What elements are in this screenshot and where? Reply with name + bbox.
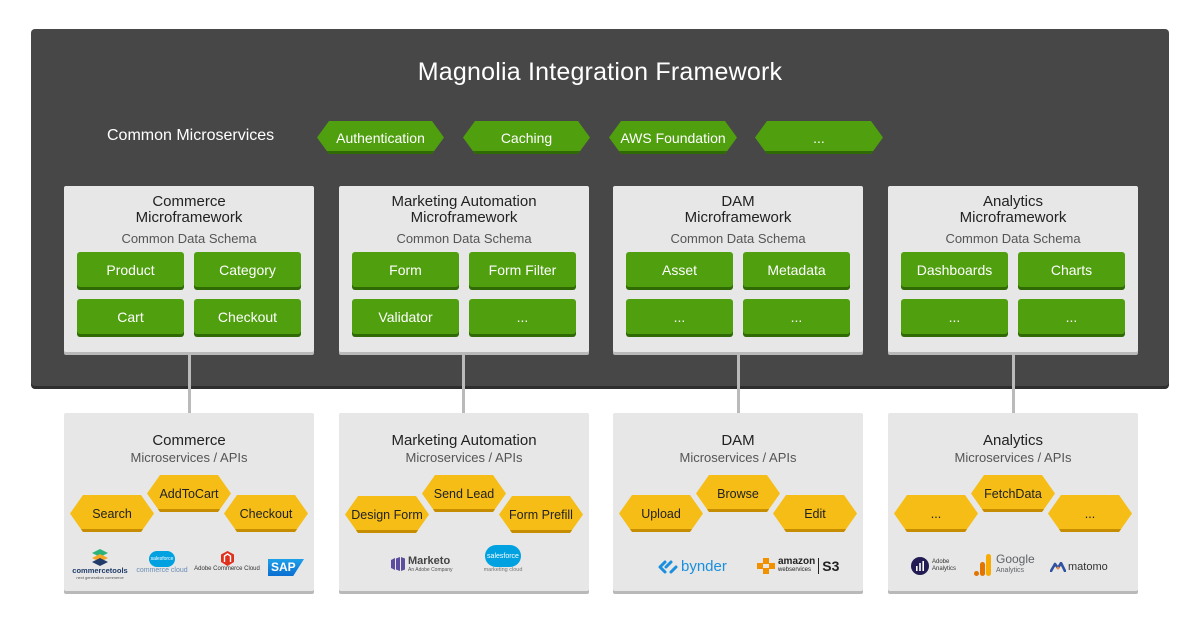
google-analytics-icon — [974, 554, 991, 576]
microframework-title-line2: Microframework — [684, 209, 792, 226]
data-schema-label: Common Data Schema — [945, 231, 1081, 246]
commerce-api-box: Commerce Microservices / APIs AddToCart … — [64, 413, 314, 591]
bynder-logo: bynder — [657, 558, 727, 575]
api-group-subtitle: Microservices / APIs — [679, 450, 797, 465]
fetch-data-service[interactable]: FetchData — [971, 475, 1055, 512]
connector-line — [188, 352, 191, 413]
microframework-title-line2: Microframework — [135, 209, 243, 226]
matomo-icon — [1050, 562, 1066, 572]
connector-line — [737, 352, 740, 413]
form-filter-button[interactable]: Form Filter — [469, 252, 576, 287]
microframework-title: DAM — [721, 193, 755, 210]
product-button[interactable]: Product — [77, 252, 184, 287]
common-service-more[interactable]: ... — [755, 121, 883, 154]
dam-api-box: DAM Microservices / APIs Browse Upload E… — [613, 413, 863, 591]
more-button[interactable]: ... — [1018, 299, 1125, 334]
microframework-title: Marketing Automation — [391, 193, 537, 210]
browse-service[interactable]: Browse — [696, 475, 780, 512]
commercetools-icon — [92, 549, 108, 566]
adobe-analytics-logo: Adobe Analytics — [911, 557, 956, 575]
common-service-caching[interactable]: Caching — [463, 121, 590, 154]
connector-line — [1012, 352, 1015, 413]
microframework-title-line2: Microframework — [410, 209, 518, 226]
checkout-service[interactable]: Checkout — [224, 495, 308, 532]
api-group-title: Commerce — [152, 432, 226, 449]
microframework-title: Analytics — [982, 193, 1044, 210]
marketing-automation-microframework: Marketing Automation Microframework Comm… — [339, 186, 589, 352]
upload-service[interactable]: Upload — [619, 495, 703, 532]
api-group-title: Analytics — [982, 432, 1044, 449]
bynder-icon — [658, 560, 678, 573]
connector-line — [462, 352, 465, 413]
more-service[interactable]: ... — [1048, 495, 1132, 532]
common-service-authentication[interactable]: Authentication — [317, 121, 444, 154]
validator-button[interactable]: Validator — [352, 299, 459, 334]
more-button[interactable]: ... — [901, 299, 1008, 334]
data-schema-label: Common Data Schema — [670, 231, 806, 246]
dam-microframework: DAM Microframework Common Data Schema As… — [613, 186, 863, 352]
send-lead-service[interactable]: Send Lead — [422, 475, 506, 512]
salesforce-cloud-icon: salesforce — [149, 551, 175, 567]
analytics-microframework: Analytics Microframework Common Data Sch… — [888, 186, 1138, 352]
sap-logo: SAP — [268, 559, 304, 576]
dashboards-button[interactable]: Dashboards — [901, 252, 1008, 287]
form-button[interactable]: Form — [352, 252, 459, 287]
common-service-aws-foundation[interactable]: AWS Foundation — [609, 121, 737, 154]
marketing-automation-api-box: Marketing Automation Microservices / API… — [339, 413, 589, 591]
salesforce-marketing-cloud-logo: salesforce marketing cloud — [481, 545, 525, 573]
common-microservices-label: Common Microservices — [107, 127, 275, 144]
adobe-commerce-cloud-logo: Adobe Commerce Cloud — [194, 551, 260, 572]
salesforce-cloud-icon: salesforce — [485, 545, 521, 567]
aws-cubes-icon — [757, 558, 775, 574]
checkout-button[interactable]: Checkout — [194, 299, 301, 334]
commercetools-logo: commercetools next generation commerce — [72, 549, 128, 580]
more-button[interactable]: ... — [469, 299, 576, 334]
edit-service[interactable]: Edit — [773, 495, 857, 532]
salesforce-commerce-cloud-logo: salesforce commerce cloud — [136, 551, 188, 574]
asset-button[interactable]: Asset — [626, 252, 733, 287]
amazon-s3-logo: amazon webservices S3 — [756, 557, 839, 575]
add-to-cart-service[interactable]: AddToCart — [147, 475, 231, 512]
cart-button[interactable]: Cart — [77, 299, 184, 334]
metadata-button[interactable]: Metadata — [743, 252, 850, 287]
microframework-title-line2: Microframework — [959, 209, 1067, 226]
category-button[interactable]: Category — [194, 252, 301, 287]
api-group-subtitle: Microservices / APIs — [405, 450, 523, 465]
form-prefill-service[interactable]: Form Prefill — [499, 496, 583, 533]
api-group-title: Marketing Automation — [391, 432, 537, 449]
matomo-logo: matomo — [1050, 561, 1108, 573]
more-button[interactable]: ... — [743, 299, 850, 334]
adobe-analytics-icon — [911, 557, 929, 575]
search-service[interactable]: Search — [70, 495, 154, 532]
more-button[interactable]: ... — [626, 299, 733, 334]
data-schema-label: Common Data Schema — [121, 231, 257, 246]
microframework-title: Commerce — [152, 193, 226, 210]
framework-title: Magnolia Integration Framework — [417, 58, 783, 86]
analytics-api-box: Analytics Microservices / APIs FetchData… — [888, 413, 1138, 591]
charts-button[interactable]: Charts — [1018, 252, 1125, 287]
more-service[interactable]: ... — [894, 495, 978, 532]
marketo-icon — [391, 557, 405, 571]
google-analytics-logo: Google Analytics — [974, 553, 1035, 576]
api-group-subtitle: Microservices / APIs — [954, 450, 1072, 465]
adobe-commerce-icon — [220, 551, 234, 566]
api-group-subtitle: Microservices / APIs — [130, 450, 248, 465]
design-form-service[interactable]: Design Form — [345, 496, 429, 533]
api-group-title: DAM — [721, 432, 755, 449]
commerce-microframework: Commerce Microframework Common Data Sche… — [64, 186, 314, 352]
marketo-logo: Marketo An Adobe Company — [391, 555, 452, 573]
data-schema-label: Common Data Schema — [396, 231, 532, 246]
